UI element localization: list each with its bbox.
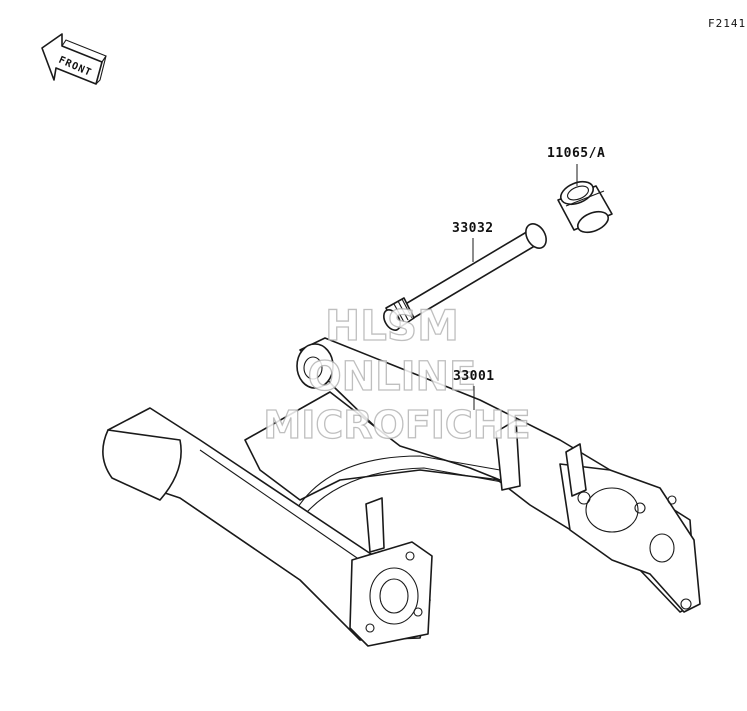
callout-collar-label: 11065/A (547, 146, 605, 161)
callout-swingarm[interactable]: 33001 (453, 369, 495, 410)
watermark-line-3: MICROFICHE (263, 403, 530, 447)
pivot-shaft-part[interactable] (380, 220, 550, 333)
watermark-line-1: HLSM (325, 301, 459, 350)
watermark-line-2: ONLINE (308, 354, 477, 400)
callout-pivot-shaft[interactable]: 33032 (452, 221, 494, 262)
callout-collar[interactable]: 11065/A (547, 146, 605, 186)
figure-code: F2141 (708, 17, 746, 30)
collar-part[interactable] (557, 177, 613, 236)
watermark: HLSM ONLINE MICROFICHE (263, 300, 531, 447)
callout-pivot-shaft-label: 33032 (452, 221, 494, 236)
swingarm-part[interactable] (102, 337, 701, 647)
front-arrow-icon: FRONT (41, 33, 107, 85)
callout-swingarm-label: 33001 (453, 369, 495, 384)
